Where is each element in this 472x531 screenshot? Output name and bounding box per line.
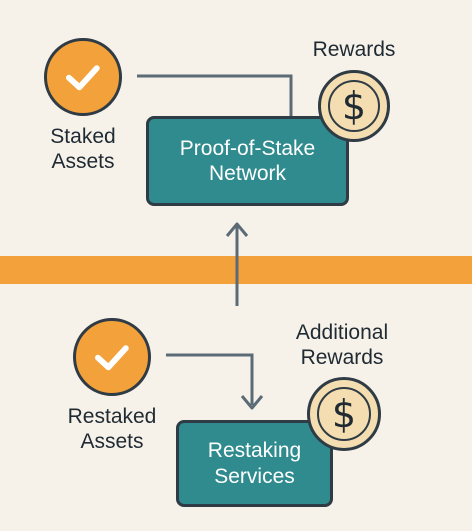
arrow-down-icon [240, 395, 264, 410]
restaked-assets-label-line1: Restaked [67, 405, 157, 428]
check-circle-icon [73, 318, 151, 396]
additional-rewards-label: Additional Rewards [282, 320, 402, 370]
additional-rewards-label-line1: Additional [295, 321, 389, 344]
staked-assets-label: Staked Assets [30, 124, 136, 174]
staked-to-network-connector [137, 74, 293, 116]
staked-assets-label-line2: Assets [51, 150, 115, 174]
staked-assets-label-line1: Staked [50, 125, 116, 148]
check-circle-icon [44, 38, 122, 116]
proof-of-stake-network-node: Proof-of-Stake Network [146, 116, 349, 206]
network-label-line2: Network [208, 162, 287, 185]
dollar-coin-icon: $ [307, 377, 381, 451]
restaking-services-node: Restaking Services [176, 420, 333, 507]
dollar-coin-icon: $ [318, 70, 390, 142]
additional-rewards-label-line2: Rewards [300, 346, 384, 370]
services-label-line2: Services [214, 464, 295, 488]
restaked-assets-label-line2: Assets [80, 430, 144, 454]
coin-inner-ring [317, 387, 371, 441]
services-label-line1: Restaking [207, 439, 302, 463]
rewards-label: Rewards [312, 38, 396, 61]
coin-symbol: $ [341, 84, 367, 128]
restaked-assets-label: Restaked Assets [58, 404, 166, 454]
arrow-up-icon [225, 222, 249, 237]
network-label-line1: Proof-of-Stake [179, 136, 316, 160]
coin-inner-ring [328, 80, 380, 132]
restaked-to-services-connector [166, 353, 254, 405]
coin-symbol: $ [331, 392, 357, 436]
